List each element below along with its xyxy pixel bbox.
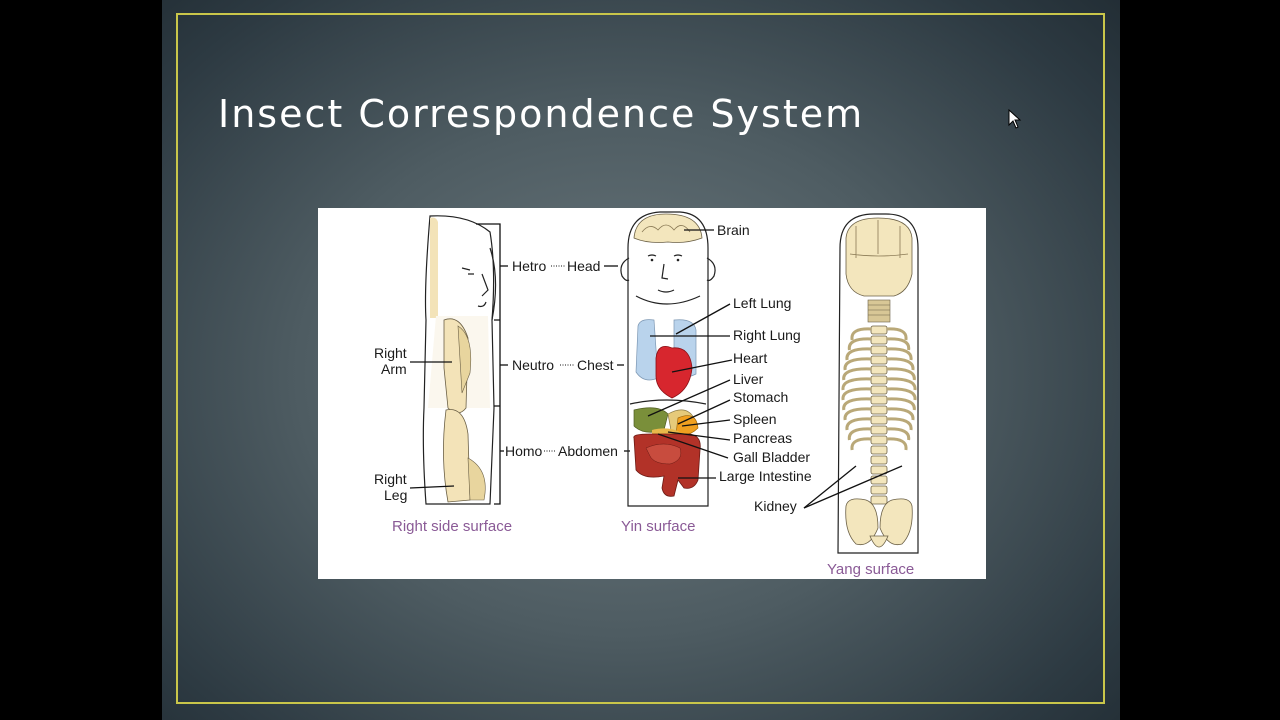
right-side-finger-drawing: [422, 215, 508, 505]
label-right-leg-1: Right: [374, 471, 407, 487]
vertebra: [870, 425, 888, 435]
rib: [886, 417, 913, 431]
vertebra: [870, 415, 888, 425]
label-part-chest: Chest: [577, 357, 614, 373]
label-part-abdomen: Abdomen: [558, 443, 618, 459]
rib: [886, 357, 915, 371]
rib: [842, 367, 872, 381]
rib: [886, 327, 908, 341]
label-heart: Heart: [733, 350, 767, 366]
pelvis-drawing: [803, 465, 913, 548]
vertebra: [870, 365, 888, 375]
label-kidney: Kidney: [754, 498, 797, 514]
label-zone-neutro: Neutro: [512, 357, 554, 373]
label-right-leg-2: Leg: [384, 487, 407, 503]
label-stomach: Stomach: [733, 389, 788, 405]
rib: [886, 437, 908, 451]
rib: [841, 377, 872, 391]
rib: [850, 327, 872, 341]
rib: [886, 387, 917, 401]
label-right-arm-1: Right: [374, 345, 407, 361]
rib: [886, 427, 911, 441]
label-brain: Brain: [717, 222, 750, 238]
label-large-intestine: Large Intestine: [719, 468, 812, 484]
diagram-image: Hetro Head Neutro Chest Homo Abdomen Rig…: [318, 208, 986, 579]
vertebra: [870, 445, 888, 455]
slide-title: Insect Correspondence System: [218, 92, 865, 136]
rib: [845, 417, 872, 431]
label-spleen: Spleen: [733, 411, 777, 427]
label-gall-bladder: Gall Bladder: [733, 449, 810, 465]
label-right-lung: Right Lung: [733, 327, 801, 343]
label-pancreas: Pancreas: [733, 430, 792, 446]
vertebra: [870, 375, 888, 385]
rib: [843, 407, 872, 421]
vertebra: [870, 395, 888, 405]
rib: [847, 337, 872, 351]
rib: [886, 377, 917, 391]
label-part-head: Head: [567, 258, 600, 274]
mouse-cursor-icon: [1008, 108, 1022, 134]
caption-yin-surface: Yin surface: [621, 518, 695, 535]
vertebra: [870, 355, 888, 365]
rib: [886, 337, 911, 351]
vertebra: [870, 345, 888, 355]
label-zone-hetro: Hetro: [512, 258, 546, 274]
vertebra: [870, 405, 888, 415]
vertebra: [870, 335, 888, 345]
vertebra: [870, 325, 888, 335]
rib: [841, 387, 872, 401]
vertebra: [870, 385, 888, 395]
caption-yang-surface: Yang surface: [827, 561, 914, 578]
rib: [850, 437, 872, 451]
rib: [843, 357, 872, 371]
vertebra: [870, 455, 888, 465]
spine-and-ribs: [841, 325, 917, 505]
caption-right-side-surface: Right side surface: [392, 518, 512, 535]
rib: [845, 347, 872, 361]
rib: [886, 347, 913, 361]
rib: [886, 367, 916, 381]
label-zone-homo: Homo: [505, 443, 543, 459]
slide-frame: [176, 13, 1105, 704]
rib: [886, 407, 915, 421]
vertebra: [870, 435, 888, 445]
rib: [886, 397, 916, 411]
label-left-lung: Left Lung: [733, 295, 791, 311]
vertebra: [870, 485, 888, 495]
label-right-arm-2: Arm: [381, 361, 407, 377]
vertebra: [870, 465, 888, 475]
label-liver: Liver: [733, 371, 764, 387]
vertebra: [870, 495, 888, 505]
vertebra: [870, 475, 888, 485]
yin-finger-drawing: [620, 211, 733, 507]
rib: [847, 427, 872, 441]
rib: [842, 397, 872, 411]
yang-finger-drawing: [837, 213, 919, 554]
